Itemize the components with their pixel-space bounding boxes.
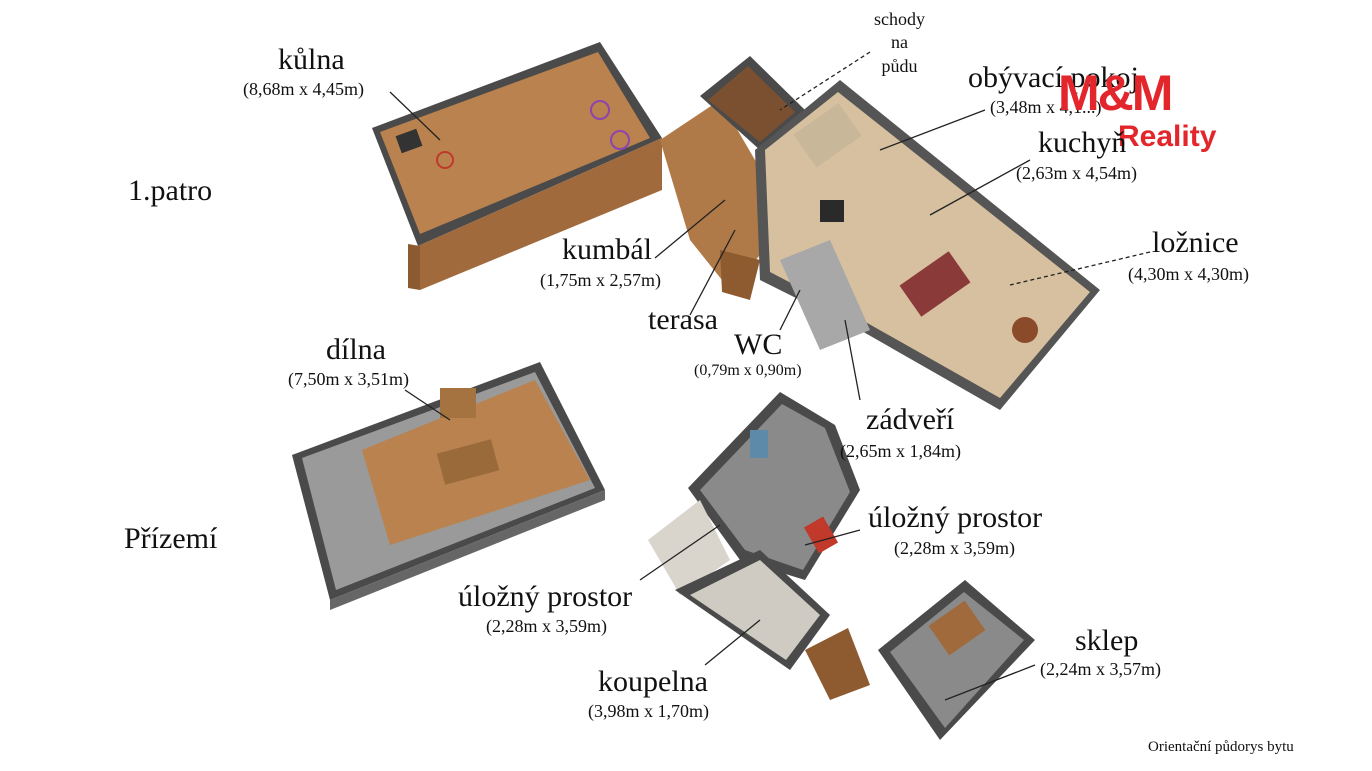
room-dim-storage-left: (2,28m x 3,59m) — [486, 616, 607, 636]
room-name-koupelna: koupelna — [598, 665, 708, 698]
room-dim-kumbal: (1,75m x 2,57m) — [540, 270, 661, 290]
room-dim-storage-right: (2,28m x 3,59m) — [894, 538, 1015, 558]
room-dim-koupelna: (3,98m x 1,70m) — [588, 701, 709, 721]
floor-label-ground: Přízemí — [124, 522, 218, 555]
logo-text: Reality — [1118, 120, 1217, 153]
room-name-loznice: ložnice — [1152, 226, 1239, 259]
apartment-shape — [755, 80, 1100, 410]
room-name-terasa: terasa — [648, 303, 718, 336]
room-dim-kuchyn: (2,63m x 4,54m) — [1016, 163, 1137, 183]
room-name-kuchyn: kuchyň — [1038, 126, 1127, 159]
floor-label-upper: 1.patro — [128, 174, 213, 207]
terasa-shape — [660, 100, 790, 300]
room-dim-sklep: (2,24m x 3,57m) — [1040, 659, 1161, 679]
room-dim-obyvaci: (3,48m x 4,1...) — [990, 97, 1102, 117]
label-stairs-to-attic: schody na půdu — [874, 9, 925, 76]
room-name-kulna: kůlna — [278, 43, 345, 76]
stairs-shape — [700, 56, 805, 150]
leader-lines — [389, 51, 1151, 701]
room-name-obyvaci: obývací pokoj — [968, 61, 1139, 94]
room-dim-zadveri: (2,65m x 1,84m) — [840, 441, 961, 461]
room-dim-dilna: (7,50m x 3,51m) — [288, 369, 409, 389]
room-name-kumbal: kumbál — [562, 233, 652, 266]
room-dim-loznice: (4,30m x 4,30m) — [1128, 264, 1249, 284]
logo-mark: M&M — [1058, 65, 1173, 121]
sklep-shape — [878, 580, 1035, 740]
room-dim-kulna: (8,68m x 4,45m) — [243, 79, 364, 99]
kulna-room-shape — [372, 42, 662, 290]
storage-shape — [648, 392, 860, 595]
room-dim-wc: (0,79m x 0,90m) — [694, 362, 802, 379]
room-name-dilna: dílna — [326, 333, 386, 366]
room-name-storage-left: úložný prostor — [458, 580, 633, 613]
dilna-shape — [292, 362, 605, 610]
footer-caption: Orientační půdorys bytu — [1148, 739, 1294, 755]
room-name-zadveri: zádveří — [866, 403, 955, 436]
koupelna-shape — [675, 550, 870, 700]
room-name-sklep: sklep — [1075, 624, 1139, 657]
room-name-storage-right: úložný prostor — [868, 501, 1043, 534]
room-name-wc: WC — [734, 328, 783, 361]
mm-reality-logo: M&M Reality — [1058, 68, 1218, 158]
